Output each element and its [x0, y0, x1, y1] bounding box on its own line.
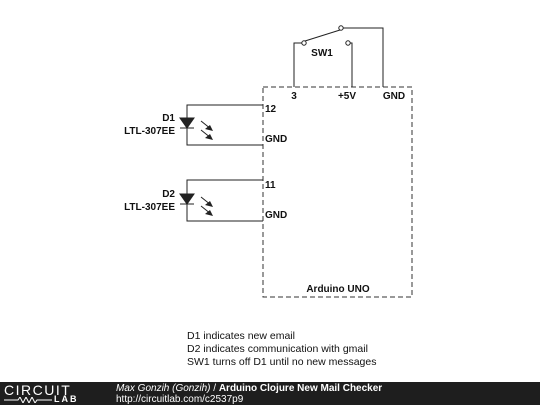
credit-separator: / [210, 383, 219, 394]
pin-gnd-top-label: GND [383, 91, 405, 102]
footer-bar: CIRCUIT LAB Max Gonzih (Gonzih) / Arduin… [0, 382, 540, 405]
switch-label: SW1 [311, 48, 333, 59]
pin-gnd1-label: GND [265, 134, 287, 145]
logo-wordmark-bottom: LAB [54, 394, 79, 404]
logo-wordmark-top: CIRCUIT [4, 382, 72, 398]
switch-sw1: SW1 [293, 25, 384, 87]
led-d2: D2 LTL-307EE [124, 179, 263, 222]
note-line: D1 indicates new email [187, 330, 295, 342]
led-d1: D1 LTL-307EE [124, 104, 263, 146]
pin-12-label: 12 [265, 104, 277, 115]
pin-gnd2-label: GND [265, 210, 287, 221]
led2-ref: D2 [162, 189, 175, 200]
led1-ref: D1 [162, 113, 175, 124]
author-name[interactable]: Max Gonzih (Gonzih) [116, 383, 211, 394]
pin-3-label: 3 [291, 91, 297, 102]
pin-11-label: 11 [265, 180, 276, 191]
arduino-label: Arduino UNO [306, 284, 370, 295]
circuit-title[interactable]: Arduino Clojure New Mail Checker [218, 383, 383, 394]
note-line: D2 indicates communication with gmail [187, 343, 368, 355]
resistor-icon [4, 397, 52, 403]
led1-part: LTL-307EE [124, 126, 175, 137]
note-line: SW1 turns off D1 until no new messages [187, 356, 377, 368]
schematic-canvas: Arduino UNO 3 +5V GND 12 GND 11 GND SW1 … [124, 25, 413, 298]
pin-5v-label: +5V [338, 91, 356, 102]
circuitlab-logo[interactable]: CIRCUIT LAB [2, 382, 98, 404]
led2-part: LTL-307EE [124, 202, 175, 213]
credit-line: Max Gonzih (Gonzih) / Arduino Clojure Ne… [116, 383, 382, 394]
arduino-outline [262, 86, 413, 298]
notes: D1 indicates new email D2 indicates comm… [187, 330, 376, 369]
circuit-url-link[interactable]: http://circuitlab.com/c2537p9 [116, 394, 244, 405]
